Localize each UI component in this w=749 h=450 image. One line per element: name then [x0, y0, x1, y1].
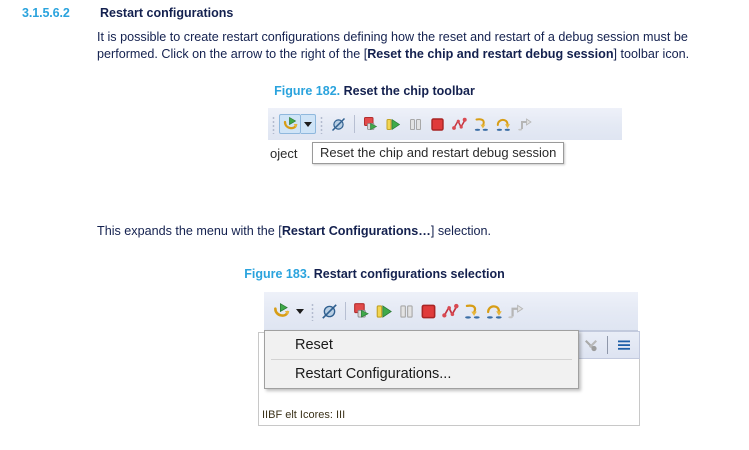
- menu-item-reset[interactable]: Reset: [295, 337, 333, 353]
- debug-icon[interactable]: [351, 300, 373, 322]
- step-return-icon[interactable]: [514, 113, 536, 135]
- toolbar-separator-2: [345, 302, 346, 320]
- figure-183-number: Figure 183.: [244, 267, 311, 281]
- step-over-icon[interactable]: [483, 300, 505, 322]
- figure-183-title: Restart configurations selection: [310, 267, 505, 281]
- reset-chip-restart-debug-icon[interactable]: [270, 300, 292, 322]
- skip-breakpoints-glyph: [321, 303, 337, 319]
- restart-dropdown-menu[interactable]: Reset Restart Configurations...: [264, 330, 579, 389]
- disconnect-icon[interactable]: [439, 300, 461, 322]
- debug-icon[interactable]: [360, 113, 382, 135]
- eclipse-debug-toolbar[interactable]: [268, 108, 622, 141]
- step-into-icon[interactable]: [461, 300, 483, 322]
- step-into-icon[interactable]: [470, 113, 492, 135]
- section-heading: 3.1.5.6.2 Restart configurations: [0, 6, 749, 26]
- suspend-icon[interactable]: [395, 300, 417, 322]
- disconnect-icon[interactable]: [448, 113, 470, 135]
- terminate-icon[interactable]: [417, 300, 439, 322]
- eclipse-debug-toolbar-2[interactable]: [264, 292, 638, 331]
- reset-chip-dropdown-caret-icon[interactable]: [292, 301, 307, 321]
- intro-paragraph: It is possible to create restart configu…: [97, 29, 749, 62]
- terminate-glyph: [421, 304, 435, 318]
- expand-text-part1: This expands the menu with the [: [97, 224, 282, 238]
- reset-chip-glyph: [273, 302, 289, 317]
- figure-183-image: IIBF elt Icores: III Reset Restart Confi…: [258, 292, 640, 426]
- reset-chip-tooltip: Reset the chip and restart debug session: [312, 142, 565, 164]
- figure-182-image: oject Reset the chip and restart debug s…: [268, 108, 622, 190]
- reset-chip-glyph: [283, 116, 298, 129]
- terminate-glyph: [430, 117, 444, 131]
- disconnect-glyph: [441, 303, 459, 318]
- suspend-glyph: [409, 118, 421, 130]
- debug-glyph: [363, 116, 377, 130]
- intro-bold-label: Reset the chip and restart debug session: [367, 46, 614, 61]
- step-over-icon[interactable]: [492, 113, 514, 135]
- resume-glyph: [386, 118, 400, 130]
- figure-182-caption: Figure 182. Reset the chip toolbar: [0, 84, 749, 98]
- resume-icon[interactable]: [382, 113, 404, 135]
- step-return-icon[interactable]: [505, 300, 527, 322]
- toolbar-separator-1: [354, 115, 355, 133]
- reset-chip-dropdown-caret-icon[interactable]: [301, 114, 316, 134]
- toolbar-grip-3[interactable]: [310, 301, 315, 321]
- figure-182-number: Figure 182.: [274, 84, 341, 98]
- list-lines-glyph: [618, 340, 630, 350]
- partial-project-label: oject: [270, 146, 298, 161]
- skip-all-breakpoints-icon[interactable]: [318, 300, 340, 322]
- section-number: 3.1.5.6.2: [22, 6, 70, 20]
- build-tools-glyph: [584, 339, 597, 351]
- expand-paragraph: This expands the menu with the [Restart …: [97, 223, 749, 240]
- disconnect-glyph: [451, 117, 467, 130]
- build-tools-icon[interactable]: [580, 334, 602, 356]
- toolbar-grip-2[interactable]: [319, 114, 324, 134]
- menu-separator: [271, 359, 572, 360]
- step-into-glyph: [464, 304, 480, 319]
- resume-icon[interactable]: [373, 300, 395, 322]
- terminate-icon[interactable]: [426, 113, 448, 135]
- step-return-glyph: [517, 117, 532, 130]
- debug-glyph: [353, 302, 369, 318]
- clipped-status-text: IIBF elt Icores: III: [262, 409, 346, 421]
- expand-text-part2: ] selection.: [430, 224, 492, 238]
- section-title: Restart configurations: [100, 6, 234, 20]
- suspend-glyph: [399, 304, 413, 318]
- suspend-icon[interactable]: [404, 113, 426, 135]
- step-return-glyph: [507, 304, 523, 318]
- step-over-glyph: [496, 118, 510, 131]
- secondary-toolbar-strip[interactable]: [576, 331, 640, 359]
- toolbar-separator-3: [607, 336, 608, 354]
- skip-all-breakpoints-icon[interactable]: [327, 113, 349, 135]
- skip-breakpoints-glyph: [331, 117, 345, 131]
- list-lines-icon[interactable]: [613, 334, 635, 356]
- menu-item-restart-configurations[interactable]: Restart Configurations...: [295, 366, 452, 382]
- figure-183-caption: Figure 183. Restart configurations selec…: [0, 267, 749, 281]
- intro-text-part1: It is possible to create restart configu…: [97, 30, 688, 61]
- figure-182-title: Reset the chip toolbar: [340, 84, 475, 98]
- resume-glyph: [376, 304, 392, 318]
- step-over-glyph: [486, 304, 502, 319]
- toolbar-grip[interactable]: [271, 114, 276, 134]
- expand-bold-label: Restart Configurations…: [281, 224, 431, 238]
- step-into-glyph: [474, 117, 488, 131]
- reset-chip-restart-debug-icon[interactable]: [279, 114, 301, 134]
- intro-text-part2: ] toolbar icon.: [613, 46, 690, 61]
